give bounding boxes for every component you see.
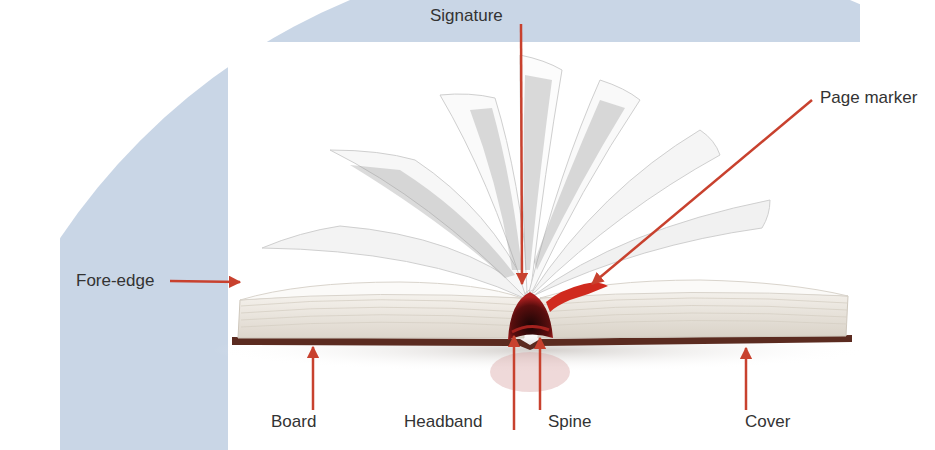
part-label: Spine [548,412,608,432]
printed-text [350,75,625,278]
part-label: Cover [745,412,805,432]
right-page-block [538,290,848,338]
leader-arrows [170,24,812,430]
headband [512,326,549,332]
left-page-block [238,292,524,338]
spine-gap [508,292,553,340]
left-top-page [240,282,522,300]
part-label: Fore-edge [76,271,171,291]
part-label: Page marker [820,88,934,108]
background-disc [60,0,860,450]
photo-area [228,42,868,450]
part-label: Board [271,412,331,432]
part-label: Signature [430,6,520,26]
fanned-pages [262,55,770,298]
spine-reflection [490,352,570,392]
page-marker-ribbon [546,282,608,312]
part-label: Headband [404,412,504,432]
